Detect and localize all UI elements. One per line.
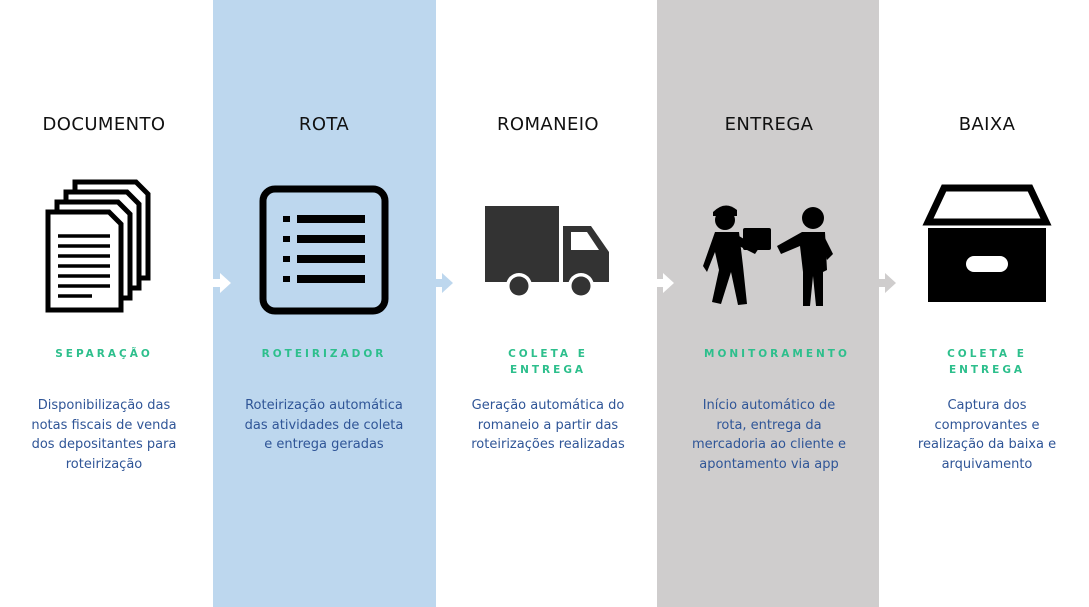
step-label: COLETA E ENTREGA	[508, 348, 588, 376]
column-title: ROMANEIO	[496, 114, 600, 135]
step-description: Geração automática do romaneio a partir …	[471, 398, 625, 452]
highlight-band-rota	[213, 0, 436, 607]
step-description: Roteirização automática das atividades d…	[244, 398, 404, 452]
column-title: BAIXA	[958, 114, 1016, 135]
step-label: MONITORAMENTO	[704, 348, 850, 360]
flow-arrow-icon	[655, 272, 675, 294]
column-title: ENTREGA	[724, 114, 814, 135]
step-label: ROTEIRIZADOR	[261, 348, 387, 360]
truck-icon	[438, 176, 658, 316]
archive-box-icon	[877, 176, 1089, 316]
highlight-band-entrega	[657, 0, 879, 607]
list-icon	[214, 176, 434, 316]
step-description: Captura dos comprovantes e realização da…	[917, 398, 1057, 472]
process-column-documento: DOCUMENTO SEPARAÇÃO Disponibilização das…	[0, 0, 214, 607]
process-column-entrega: ENTREGA MONITORAMENTO Início automático …	[659, 0, 879, 607]
step-description: Disponibilização das notas fiscais de ve…	[31, 398, 177, 472]
column-title: ROTA	[298, 114, 350, 135]
step-label: COLETA E ENTREGA	[947, 348, 1027, 376]
process-column-rota: ROTA ROTEIRIZADOR Roteirização automátic…	[214, 0, 434, 607]
flow-arrow-icon	[877, 272, 897, 294]
process-column-baixa: BAIXA COLETA E ENTREGA Captura dos compr…	[877, 0, 1089, 607]
documents-icon	[0, 176, 214, 316]
delivery-people-icon	[659, 176, 879, 316]
step-label: SEPARAÇÃO	[55, 348, 153, 360]
step-description: Início automático de rota, entrega da me…	[692, 398, 846, 472]
flow-arrow-icon	[434, 272, 454, 294]
flow-arrow-icon	[212, 272, 232, 294]
column-title: DOCUMENTO	[42, 114, 166, 135]
process-column-romaneio: ROMANEIO COLETA E ENTREGA Geração automá…	[438, 0, 658, 607]
